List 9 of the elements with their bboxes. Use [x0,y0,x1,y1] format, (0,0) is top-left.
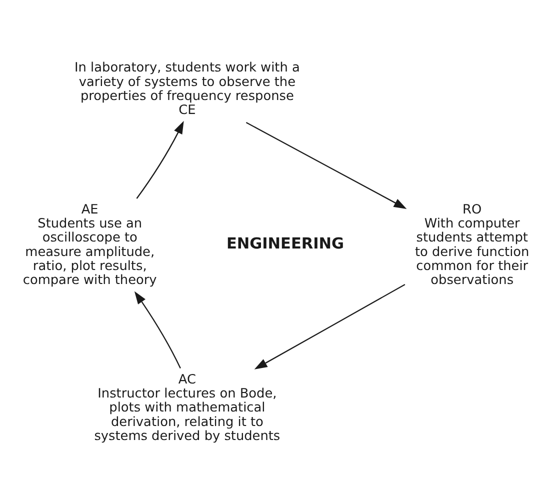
arrow [254,283,406,369]
label: ENGINEERING [226,234,344,252]
arrow [136,120,184,198]
arrow [134,290,181,368]
node-text: In laboratory, students work with a variety of systems to observe the properties of frequency response CE [74,60,300,118]
node-text: RO With computer students attempt to derive function common for their observations [414,202,530,288]
node-text: AE Students use an oscilloscope to measure amplitude, ratio, plot results, compare with theory [22,202,157,288]
arrow [246,122,407,209]
node-text: AC Instructor lectures on Bode, plots with mathematical derivation, relating it to systems derived by students [94,372,280,444]
